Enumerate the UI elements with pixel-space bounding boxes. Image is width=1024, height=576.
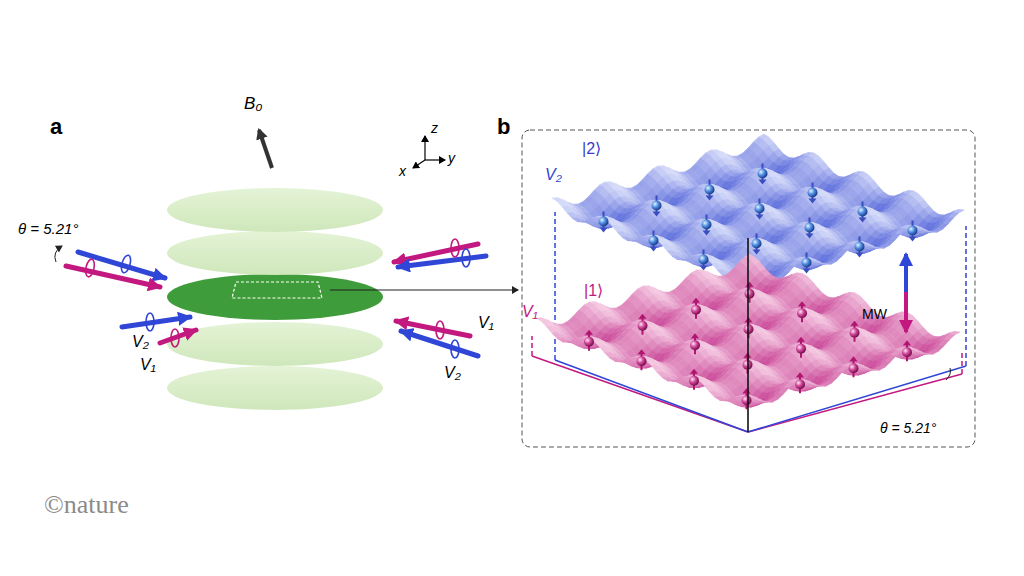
microwave-label: MW xyxy=(862,306,887,322)
angle-label: θ = 5.21° xyxy=(18,220,78,237)
beam-label: V₁ xyxy=(140,356,156,374)
axis-label: x xyxy=(399,163,406,179)
field-label: B₀ xyxy=(244,94,263,114)
beam-label: V₂ xyxy=(444,364,461,382)
zoom-frame xyxy=(522,130,975,447)
lattice-label: V₂ xyxy=(545,166,562,184)
axis-label: z xyxy=(431,120,438,136)
angle-arc xyxy=(55,246,62,262)
beam-label: V₁ xyxy=(478,314,494,332)
field-arrow xyxy=(259,130,272,168)
axis-line xyxy=(747,238,749,432)
zoom-line xyxy=(330,289,518,290)
axis-label: y xyxy=(448,150,455,166)
base-lines xyxy=(532,212,966,432)
panel-letter: a xyxy=(50,114,62,139)
microwave-arrow xyxy=(904,254,908,332)
lattice-label: V₁ xyxy=(522,303,538,321)
panel-letter: b xyxy=(497,114,510,139)
polarization-loops xyxy=(84,239,470,358)
watermark: ©nature xyxy=(44,490,129,520)
angle-label: θ = 5.21° xyxy=(880,420,936,436)
pancake-stack xyxy=(167,188,383,410)
state-label: |2⟩ xyxy=(582,140,601,158)
laser-beams xyxy=(66,244,486,356)
optical-lattices xyxy=(536,134,964,409)
axes xyxy=(413,136,445,168)
state-label: |1⟩ xyxy=(584,282,603,300)
beam-label: V₂ xyxy=(132,333,149,351)
